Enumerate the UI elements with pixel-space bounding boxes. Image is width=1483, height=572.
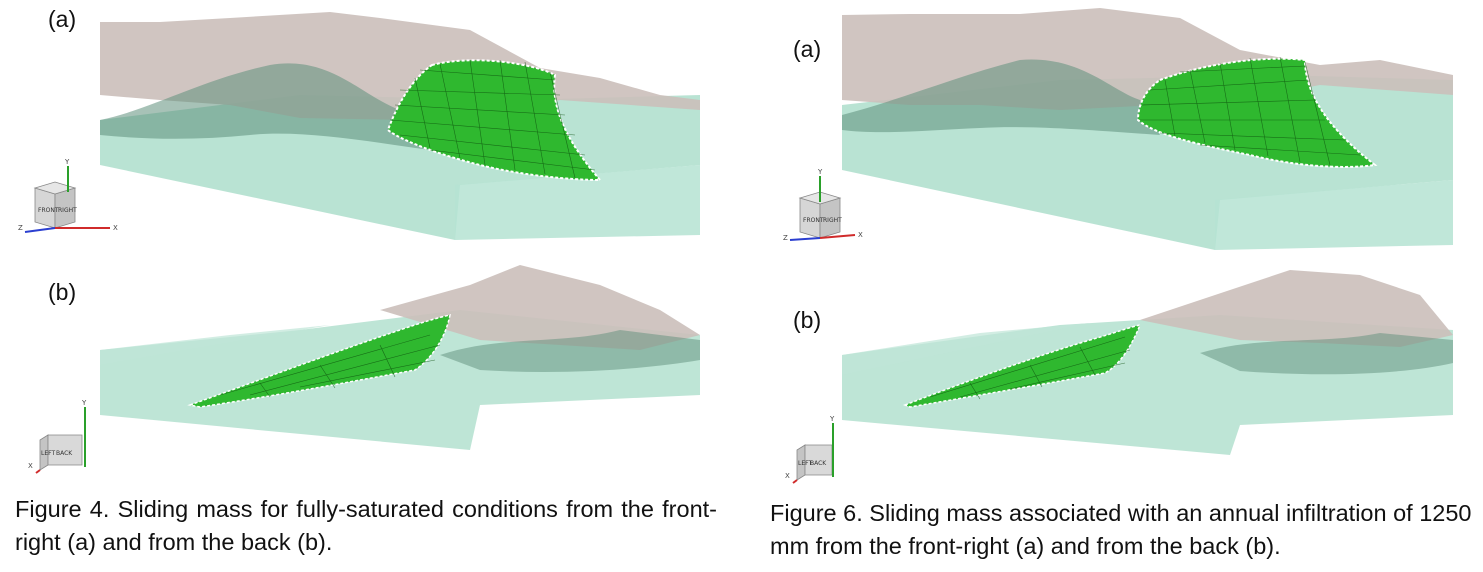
axis-z-label: Z: [783, 234, 788, 242]
terrain-ridge: [1200, 333, 1453, 375]
figure-4-panel-a-label: (a): [48, 6, 77, 32]
figure-6-panel-a: (a) FRONT RIGHT Y Z X: [760, 0, 1483, 260]
water-volume-top: [100, 325, 330, 365]
figure-6-panel-b-label: (b): [793, 307, 822, 333]
sliding-mass-mesh: [1140, 56, 1361, 166]
figure-4-panel-b: (b) LEFT BACK Y X: [0, 265, 720, 485]
orientation-cube: LEFT BACK Y X: [28, 399, 87, 474]
cube-face-front: FRONT: [803, 217, 824, 224]
figure-4-caption: Figure 4. Sliding mass for fully-saturat…: [15, 496, 717, 555]
water-volume-side: [455, 165, 700, 240]
orientation-cube: FRONT RIGHT Y Z X: [18, 158, 118, 233]
axis-z-label: Z: [18, 224, 23, 232]
terrain-surface: [1140, 270, 1453, 347]
axis-y-label: Y: [829, 415, 835, 423]
water-volume-side: [1215, 180, 1453, 250]
terrain-ridge: [100, 63, 430, 150]
cube-face-right: RIGHT: [58, 207, 77, 214]
sliding-mass: [187, 314, 451, 408]
terrain-ridge: [440, 330, 700, 372]
figure-6-caption: Figure 6. Sliding mass associated with a…: [770, 500, 1472, 559]
figure-4-panel-b-label: (b): [48, 279, 77, 305]
orientation-cube: LEFT BACK Y X: [785, 415, 835, 484]
axis-x-label: X: [785, 472, 790, 480]
sliding-mass: [1136, 57, 1378, 168]
cube-face-back: BACK: [56, 450, 73, 457]
cube-face-front: FRONT: [38, 207, 59, 214]
orientation-cube: FRONT RIGHT Y Z X: [783, 168, 863, 242]
sliding-mass-mesh: [389, 59, 596, 179]
figure-4-panel-a: (a) FRONT RIGHT Y Z: [0, 0, 720, 250]
axis-y-label: Y: [64, 158, 70, 166]
axis-x-label: X: [28, 462, 33, 470]
figure-4b-model-view: LEFT BACK Y X: [28, 265, 700, 474]
axis-y-label: Y: [81, 399, 87, 407]
figure-6-panel-a-label: (a): [793, 36, 822, 62]
figure-6a-model-view: FRONT RIGHT Y Z X: [783, 8, 1453, 250]
axis-x-label: X: [113, 224, 118, 232]
figure-6b-model-view: LEFT BACK Y X: [785, 270, 1453, 484]
figure-6-panel-b: (b) LEFT BACK Y X: [760, 265, 1483, 490]
cube-face-back: BACK: [810, 460, 827, 467]
cube-face-right: RIGHT: [823, 217, 842, 224]
sliding-mass-mesh: [929, 336, 1131, 400]
sliding-mass-mesh: [219, 334, 441, 398]
cube-face-left: LEFT: [41, 450, 55, 457]
figure-4a-model-view: FRONT RIGHT Y Z X: [18, 12, 700, 240]
cube-face-left: LEFT: [798, 460, 812, 467]
terrain-ridge: [842, 59, 1160, 135]
water-volume-top: [842, 323, 1090, 375]
axis-x-label: X: [858, 231, 863, 239]
terrain-surface: [380, 265, 700, 350]
sliding-mass: [386, 59, 603, 182]
axis-y-label: Y: [817, 168, 823, 176]
